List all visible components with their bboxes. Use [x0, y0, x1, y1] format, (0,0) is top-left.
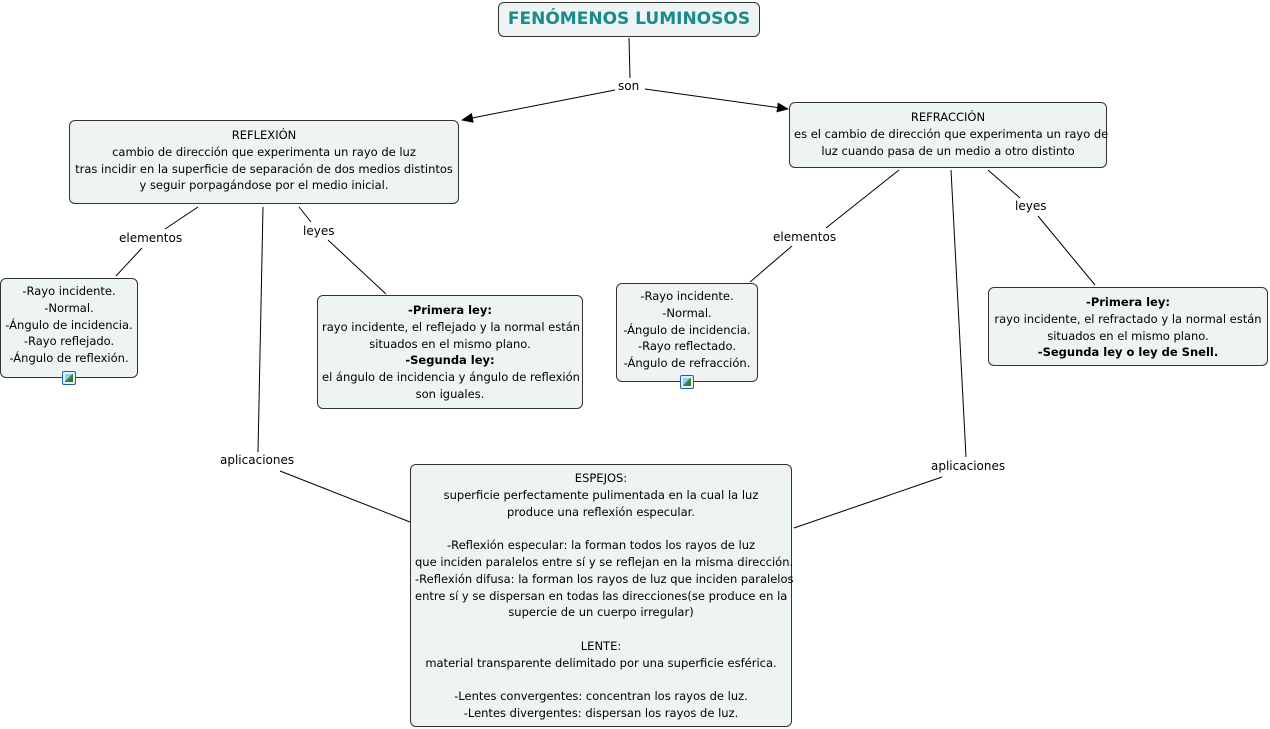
aplicaciones-text-line: -Reflexión difusa: la forman los rayos d…: [415, 571, 794, 586]
elemento-item: -Rayo incidente.: [640, 289, 734, 303]
concept-reflexion[interactable]: REFLEXIÓN cambio de dirección que experi…: [69, 120, 459, 204]
link-reflexion-leyes: [298, 206, 312, 223]
link-label-elementos-refraccion: elementos: [770, 229, 840, 245]
primera-ley-title: Primera ley:: [1090, 295, 1170, 309]
elemento-item: -Rayo incidente.: [22, 284, 116, 298]
aplicaciones-text-line: material transparente delimitado por una…: [425, 655, 777, 670]
aplicaciones-text-line: entre sí y se dispersan en todas las dir…: [415, 588, 788, 603]
reflexion-text-line: y seguir porpagándose por el medio inici…: [139, 178, 389, 193]
link-leyes-list: [327, 239, 387, 295]
elemento-item: -Normal.: [44, 300, 94, 315]
ley-text-line: situados en el mismo plano.: [369, 336, 531, 351]
image-icon[interactable]: [680, 375, 694, 389]
image-icon[interactable]: [62, 371, 76, 385]
aplicaciones-text-line: -Reflexión especular: la forman todos lo…: [446, 538, 756, 553]
reflexion-heading: REFLEXIÓN: [231, 128, 297, 142]
segunda-ley-title: Segunda ley:: [410, 353, 495, 368]
refraccion-heading: REFRACCIÓN: [910, 110, 986, 124]
link-leyes-list-right: [1037, 215, 1096, 286]
concept-aplicaciones[interactable]: ESPEJOS: superficie perfectamente pulime…: [410, 464, 794, 727]
primera-ley-prefix: -: [1086, 295, 1091, 309]
concept-refraccion[interactable]: REFRACCIÓN es el cambio de dirección que…: [789, 102, 1109, 168]
elemento-item: -Ángulo de incidencia.: [623, 322, 751, 337]
link-label-aplicaciones-reflexion: aplicaciones: [217, 452, 298, 468]
link-label-son: son: [615, 78, 643, 94]
link-son-reflexion: [461, 89, 616, 123]
aplicaciones-text-line: supercie de un cuerpo irregular): [508, 605, 694, 620]
primera-ley-title: Primera ley:: [412, 303, 492, 317]
primera-ley-prefix: -: [408, 303, 413, 317]
aplicaciones-text-line: produce una reflexión especular.: [506, 504, 695, 519]
reflexion-text-line: cambio de dirección que experimenta un r…: [112, 144, 416, 159]
ley-text-line: rayo incidente, el reflejado y la normal…: [322, 319, 581, 334]
segunda-ley-prefix: -: [1037, 345, 1043, 360]
aplicaciones-text-line: -Lentes divergentes: dispersan los rayos…: [463, 706, 739, 721]
link-aplicaciones-espejos-right: [793, 476, 943, 529]
link-refraccion-aplicaciones: [950, 169, 967, 458]
reflexion-text-line: tras incidir en la superficie de separac…: [75, 161, 453, 176]
link-reflexion-aplicaciones: [257, 206, 264, 453]
link-refraccion-elementos: [825, 169, 900, 229]
link-title-son: [628, 37, 631, 79]
espejos-heading: ESPEJOS:: [574, 471, 628, 485]
ley-text-line: el ángulo de incidencia y ángulo de refl…: [322, 370, 580, 385]
refraccion-text-line: luz cuando pasa de un medio a otro disti…: [821, 143, 1075, 158]
aplicaciones-text-line: -Lentes convergentes: concentran los ray…: [454, 689, 748, 704]
ley-text-line: situados en el mismo plano.: [1047, 328, 1209, 343]
segunda-ley-heading: -Segunda ley:: [322, 352, 578, 369]
aplicaciones-spacer: [415, 621, 787, 638]
concept-leyes-reflexion[interactable]: -Primera ley: rayo incidente, el refleja…: [317, 295, 583, 409]
concept-leyes-refraccion[interactable]: -Primera ley: rayo incidente, el refract…: [988, 287, 1268, 366]
elemento-item: -Rayo reflejado.: [23, 334, 115, 349]
map-title: FENÓMENOS LUMINOSOS: [498, 2, 760, 37]
lente-heading: LENTE:: [580, 638, 622, 653]
elemento-item: -Normal.: [662, 305, 712, 320]
elemento-item: -Rayo reflectado.: [638, 339, 736, 354]
segunda-ley-heading: -Segunda ley o ley de Snell.: [993, 344, 1263, 361]
link-elementos-list: [115, 247, 143, 277]
link-elementos-list-right: [749, 245, 793, 283]
segunda-ley-prefix: -: [405, 353, 411, 368]
segunda-ley-title: Segunda ley o ley de Snell.: [1042, 345, 1219, 360]
elemento-item: -Ángulo de reflexión.: [9, 351, 129, 366]
link-reflexion-elementos: [164, 206, 199, 230]
link-aplicaciones-espejos-left: [279, 470, 411, 523]
elemento-item: -Ángulo de incidencia.: [5, 317, 133, 332]
link-label-leyes-refraccion: leyes: [1012, 198, 1050, 214]
ley-text-line: rayo incidente, el refractado y la norma…: [994, 311, 1262, 326]
aplicaciones-spacer: [415, 672, 787, 689]
link-label-leyes-reflexion: leyes: [300, 223, 338, 239]
aplicaciones-text-line: superficie perfectamente pulimentada en …: [443, 487, 759, 502]
ley-text-line: son iguales.: [415, 386, 485, 401]
primera-ley-heading: -Primera ley:: [322, 302, 578, 319]
link-label-elementos-reflexion: elementos: [116, 230, 186, 246]
concept-elementos-refraccion[interactable]: -Rayo incidente. -Normal. -Ángulo de inc…: [616, 283, 758, 382]
refraccion-text-line: es el cambio de dirección que experiment…: [794, 126, 1109, 141]
primera-ley-heading: -Primera ley:: [993, 294, 1263, 311]
concept-elementos-reflexion[interactable]: -Rayo incidente. -Normal. -Ángulo de inc…: [0, 278, 138, 378]
link-label-aplicaciones-refraccion: aplicaciones: [928, 458, 1009, 474]
link-refraccion-leyes: [987, 169, 1021, 199]
aplicaciones-text-line: que inciden paralelos entre sí y se refl…: [415, 554, 794, 569]
link-son-refraccion: [644, 88, 789, 113]
aplicaciones-spacer: [415, 520, 787, 537]
elemento-item: -Ángulo de refracción.: [623, 356, 751, 371]
